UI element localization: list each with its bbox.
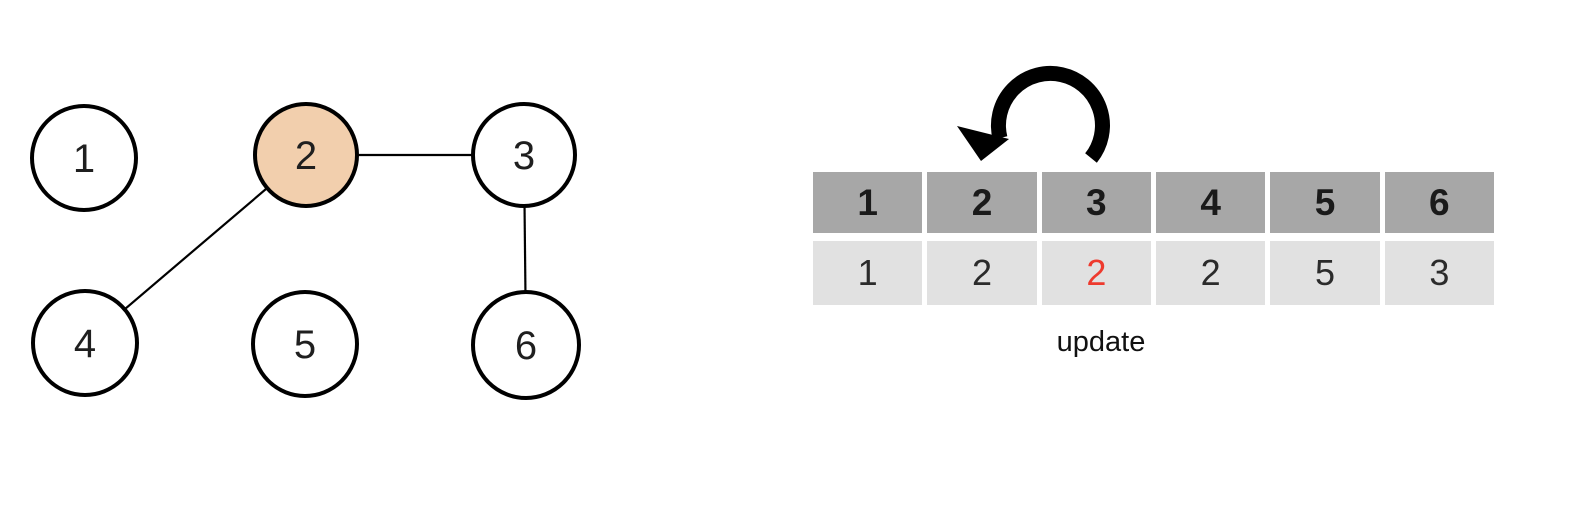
array-value-cell: 5: [1270, 241, 1380, 305]
graph-node-1: 1: [30, 104, 138, 212]
node-circle: [251, 290, 359, 398]
node-circle: [31, 289, 139, 397]
array-value-cell-changed: 2: [1041, 241, 1151, 305]
array-value-cell: 1: [813, 241, 923, 305]
update-caption: update: [1056, 326, 1146, 358]
array-index-cell-2: 2: [927, 172, 1037, 233]
graph-edges: [84, 153, 528, 346]
array-value-cell: 2: [927, 241, 1037, 305]
graph-edge-3-6: [522, 154, 528, 346]
array-index-cell-3: 3: [1041, 172, 1151, 233]
node-circle: [30, 104, 138, 212]
node-label: 3: [513, 134, 535, 178]
graph-node-4: 4: [31, 289, 139, 397]
array-value-cell: 2: [1156, 241, 1266, 305]
array-index-cell-1: 1: [813, 172, 923, 233]
array-index-cell-5: 5: [1270, 172, 1380, 233]
update-arrow-arc: [990, 65, 1110, 163]
update-arrow-head: [957, 126, 1009, 161]
graph-node-3: 3: [471, 102, 577, 208]
node-label: 4: [74, 322, 96, 366]
graph-node-6: 6: [471, 290, 581, 400]
array-index-cell-6: 6: [1384, 172, 1494, 233]
graph-node-2: 2: [253, 102, 359, 208]
graph-node-5: 5: [251, 290, 359, 398]
node-circle: [471, 290, 581, 400]
node-label: 2: [295, 134, 317, 178]
node-label: 6: [515, 324, 537, 368]
node-label: 1: [73, 137, 95, 181]
update-arrow-icon: [957, 65, 1110, 163]
graph-nodes: 1 2 3 4 5 6: [30, 102, 581, 400]
node-circle-highlighted: [253, 102, 359, 208]
array-value-cell: 3: [1384, 241, 1494, 305]
array-index-cell-4: 4: [1156, 172, 1266, 233]
node-label: 5: [294, 323, 316, 367]
node-circle: [471, 102, 577, 208]
graph-edge-2-4: [84, 154, 307, 344]
